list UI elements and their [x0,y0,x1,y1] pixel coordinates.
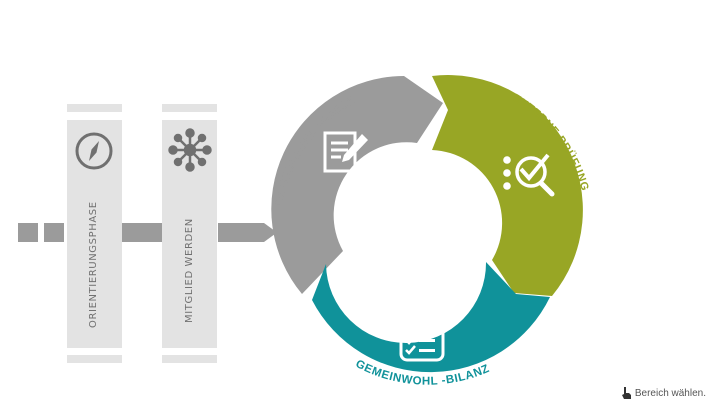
pointer-hand-icon [621,387,631,399]
hint-text: Bereich wählen. [634,387,706,399]
segment-gemeinwohl-bericht[interactable] [271,76,443,294]
audit-magnifier-icon [503,153,555,197]
network-icon [168,128,212,172]
select-area-hint: Bereich wählen. [620,386,706,400]
report-edit-icon [323,131,368,173]
compass-icon [75,132,113,170]
segment-gemeinwohl-bilanz[interactable] [312,262,550,373]
balance-sheet-icon [399,306,445,362]
